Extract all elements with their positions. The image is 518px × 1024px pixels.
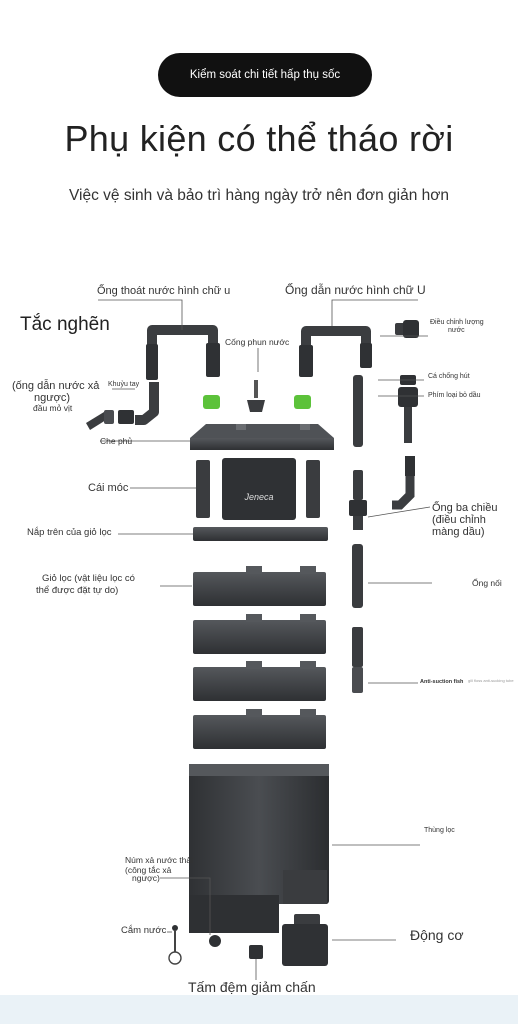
label-shock-pad: Tấm đệm giảm chấn (188, 979, 316, 995)
inlet-column-parts (353, 375, 418, 447)
tee-junction (349, 456, 415, 530)
label-water-plug: Cắm nước (121, 925, 167, 936)
label-reverse-pipe-2: ngược) (34, 392, 70, 404)
green-valve-right (294, 395, 311, 409)
inlet-u-pipe (299, 326, 372, 377)
outlet-u-pipe (146, 325, 220, 380)
label-drain-3: ngược) (132, 873, 160, 883)
label-spray-tube: Cống phun nước (225, 337, 290, 347)
spray-tube-part (247, 380, 265, 412)
anti-suction-fish-part (352, 627, 363, 693)
basket-top-lid (193, 527, 328, 541)
page-title: Phụ kiện có thể tháo rời (64, 118, 454, 159)
label-basket-1: Giỏ lọc (vật liệu lọc có (42, 573, 135, 584)
label-handle: Khuỷu tay (108, 381, 140, 388)
label-drain-2: (công tắc xả (125, 865, 172, 875)
label-filter-tank: Thùng lọc (424, 827, 455, 834)
label-screw-head: đầu mỏ vịt (33, 403, 73, 413)
label-flow-adjust-1: Điều chỉnh lượng (430, 319, 484, 326)
filter-tank-part (189, 764, 329, 933)
extension-pipe-part (352, 544, 363, 608)
hooks-and-plate: Jeneca (196, 458, 320, 520)
page-subtitle: Việc vệ sinh và bảo trì hàng ngày trở nê… (68, 187, 450, 204)
label-hook: Cái móc (88, 482, 129, 494)
label-inlet-pipe-u: Ống dẫn nước hình chữ U (285, 283, 426, 297)
label-top-cover: Nắp trên của giỏ lọc (27, 527, 112, 538)
label-extension-pipe: Ống nối (472, 578, 502, 588)
shock-pad-part (249, 945, 263, 959)
label-suction-cup: Cá chống hút (428, 373, 470, 380)
label-tee-3: màng dầu) (432, 526, 485, 538)
filter-baskets (193, 566, 326, 749)
label-drain-1: Núm xả nước thải (125, 855, 193, 865)
flow-adjust-valve (395, 320, 419, 338)
bottom-background-band (0, 995, 518, 1024)
green-valve-left (203, 395, 220, 409)
feature-pill-label: Kiểm soát chi tiết hấp thụ sốc (189, 69, 341, 81)
label-cover: Che phủ (100, 436, 133, 446)
label-flow-adjust-2: nước (448, 327, 465, 334)
label-tee-2: (điều chỉnh (432, 514, 486, 526)
label-reverse-pipe-1: (ống dẫn nước xả (12, 380, 100, 392)
motor-part (282, 914, 328, 966)
label-blockage: Tắc nghẽn (20, 314, 110, 335)
drain-knob-part (209, 935, 221, 947)
label-outlet-pipe-u: Ống thoát nước hình chữ u (97, 285, 231, 297)
cover-part (190, 424, 334, 450)
label-tee-1: Ống ba chiều (432, 502, 498, 514)
brand-logo: Jeneca (243, 492, 273, 502)
label-basket-2: thể được đặt tự do) (36, 585, 119, 596)
reverse-pipe-elbow (86, 382, 159, 430)
feature-pill-button[interactable]: Kiểm soát chi tiết hấp thụ sốc (158, 53, 372, 97)
water-plug-part (168, 925, 182, 965)
label-motor: Động cơ (410, 927, 464, 943)
label-oil-film-button: Phím loại bỏ dầu (428, 392, 481, 399)
label-anti-suction-fish: Anti-suction fish (420, 679, 464, 685)
label-anti-suction-note: gill floss anti-sucking tube (468, 678, 514, 683)
